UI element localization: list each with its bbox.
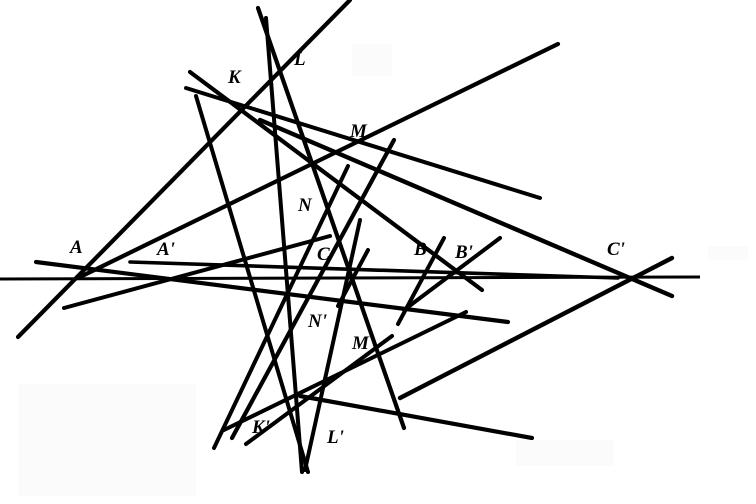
point-label-N: N (298, 195, 312, 216)
line-Kprime-up (244, 334, 394, 446)
point-label-Nprime: N' (308, 311, 327, 332)
line-M-Cprime (257, 117, 675, 299)
point-label-Kprime: K' (252, 417, 270, 438)
line-M-down-left (229, 137, 397, 441)
line-Mprime-out (297, 393, 535, 441)
base-line-group (0, 275, 701, 281)
line-K-down-right (187, 69, 485, 293)
point-label-K: K (228, 67, 241, 88)
point-label-L: L (294, 49, 306, 70)
line-A-up-right (33, 259, 511, 325)
point-label-Aprime: A' (157, 239, 175, 260)
line-L-N-Mprime (255, 5, 407, 431)
line-Cprime-low (397, 255, 675, 401)
point-label-Bprime: B' (455, 242, 473, 263)
line-Bprime-diag (402, 236, 502, 312)
line-B-updown (396, 236, 446, 326)
point-label-C: C (317, 244, 330, 265)
line-Aprime-right (128, 260, 620, 280)
point-label-A: A (70, 237, 83, 258)
base-line (0, 275, 701, 281)
lines-group (15, 0, 675, 474)
point-label-M: M (350, 121, 367, 142)
point-label-Mprime: M' (352, 333, 375, 354)
line-Cprime-KLtop (75, 41, 561, 281)
point-label-Lprime: L' (327, 427, 344, 448)
line-Nprime-up (303, 218, 362, 472)
line-Aprime-KL (194, 94, 310, 474)
point-label-Cprime: C' (607, 239, 625, 260)
line-A-K-top (15, 0, 353, 340)
line-long-left-lo (62, 234, 332, 310)
line-N-Kprime (212, 164, 350, 450)
point-label-B: B (414, 239, 427, 260)
line-K-M-right (184, 86, 542, 200)
